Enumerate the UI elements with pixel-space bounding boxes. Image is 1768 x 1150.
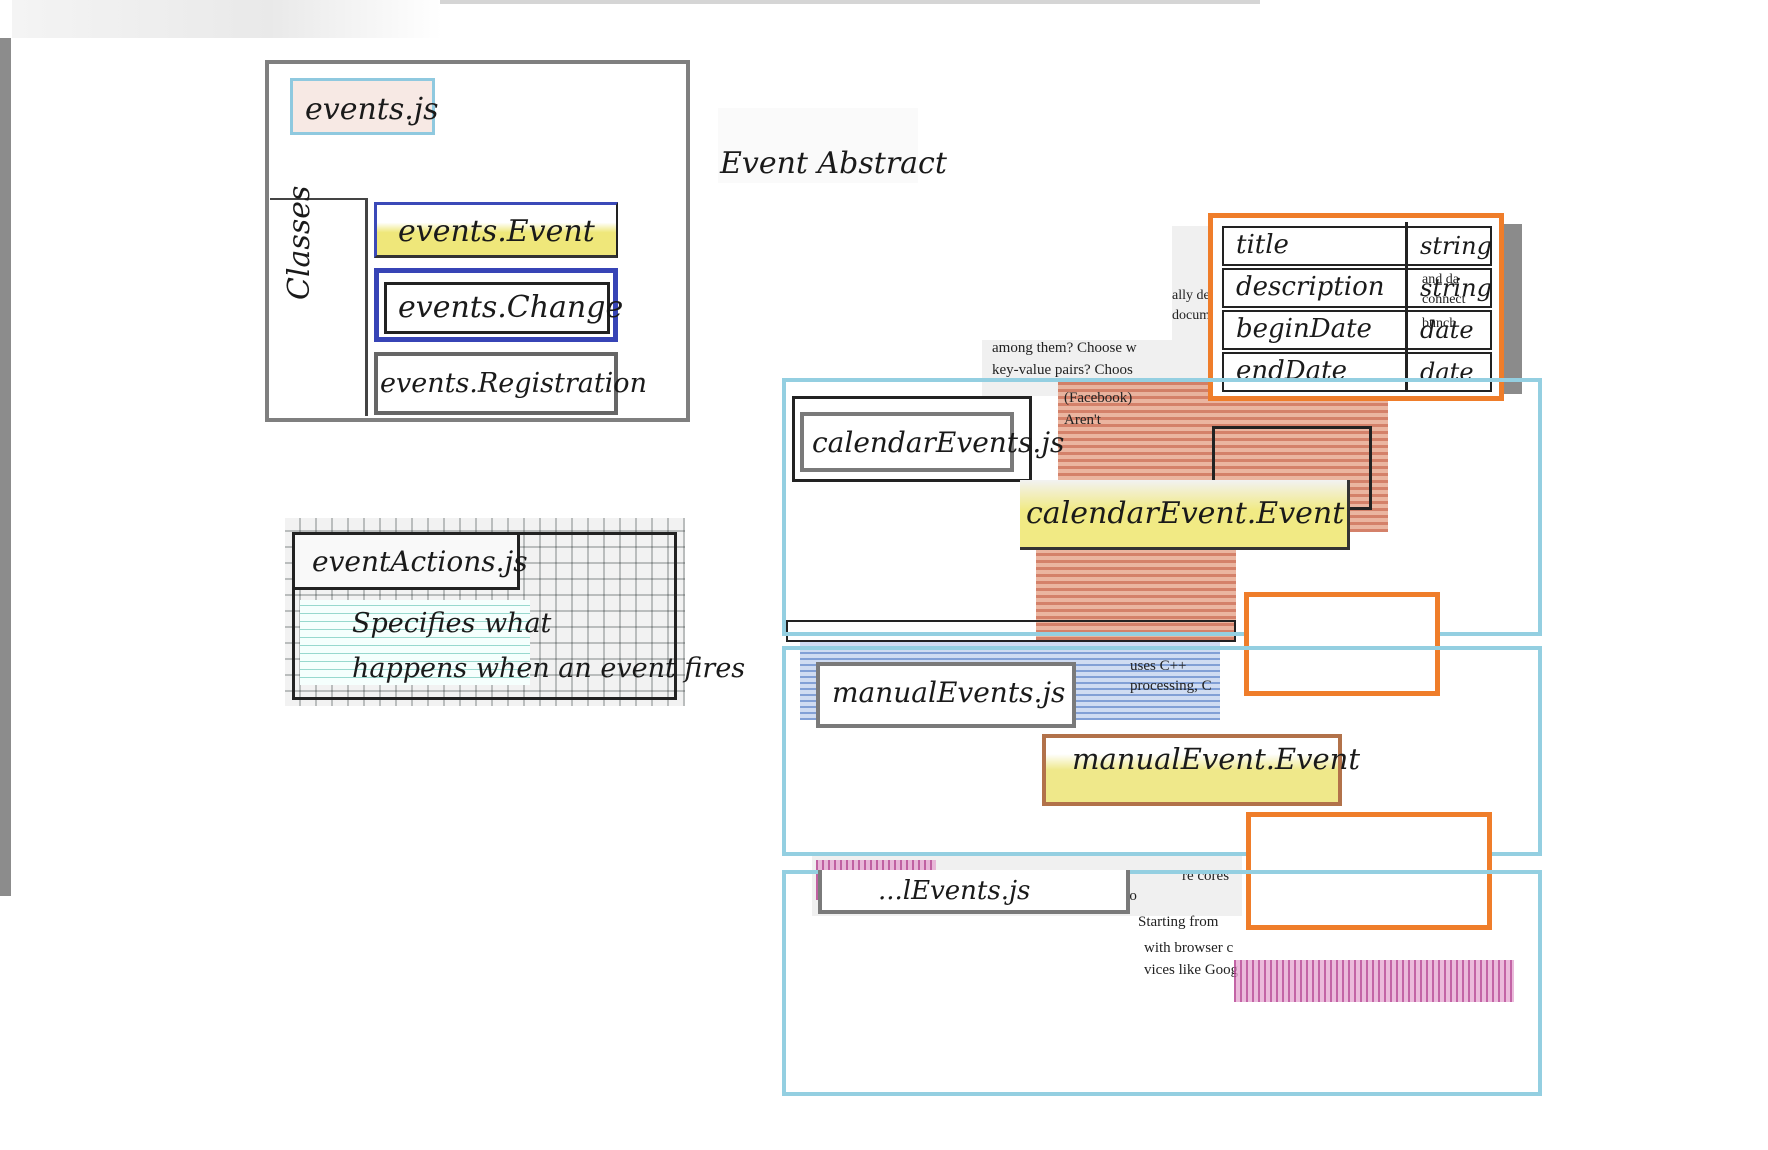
property-name: beginDate: [1236, 314, 1372, 344]
top-paper-strip: [440, 0, 1260, 4]
class-change-label: events.Change: [398, 290, 623, 325]
top-paper-scrap: [12, 0, 442, 38]
print-fragment: docum: [1172, 308, 1210, 324]
manual-class-label: manualEvent.Event: [1072, 742, 1360, 776]
classes-label: Classes: [282, 186, 317, 300]
class-event-label: events.Event: [398, 214, 595, 249]
print-fragment: and da: [1422, 272, 1459, 288]
manual-file-label: manualEvents.js: [832, 676, 1065, 709]
property-name: title: [1236, 230, 1289, 260]
events-file-label: events.js: [305, 92, 438, 127]
left-edge-rule: [0, 38, 11, 896]
actions-description-line-2: happens when an event fires: [352, 653, 745, 684]
actions-file-label: eventActions.js: [312, 545, 528, 578]
class-registration-label: events.Registration: [380, 368, 647, 399]
event-abstract-label: Event Abstract: [720, 146, 947, 181]
actions-description-line-1: Specifies what: [352, 608, 551, 639]
print-fragment: among them? Choose w: [992, 340, 1137, 357]
print-fragment: bunch: [1422, 316, 1456, 332]
calendar-class-label: calendarEvent.Event: [1026, 496, 1344, 531]
properties-column-divider: [1405, 222, 1408, 392]
property-name: description: [1236, 272, 1384, 302]
property-type: string: [1420, 232, 1492, 260]
third-file-label: ...lEvents.js: [878, 876, 1030, 906]
calendar-file-label: calendarEvents.js: [812, 426, 1064, 459]
print-fragment: connect: [1422, 292, 1466, 308]
print-fragment: key-value pairs? Choos: [992, 362, 1133, 379]
